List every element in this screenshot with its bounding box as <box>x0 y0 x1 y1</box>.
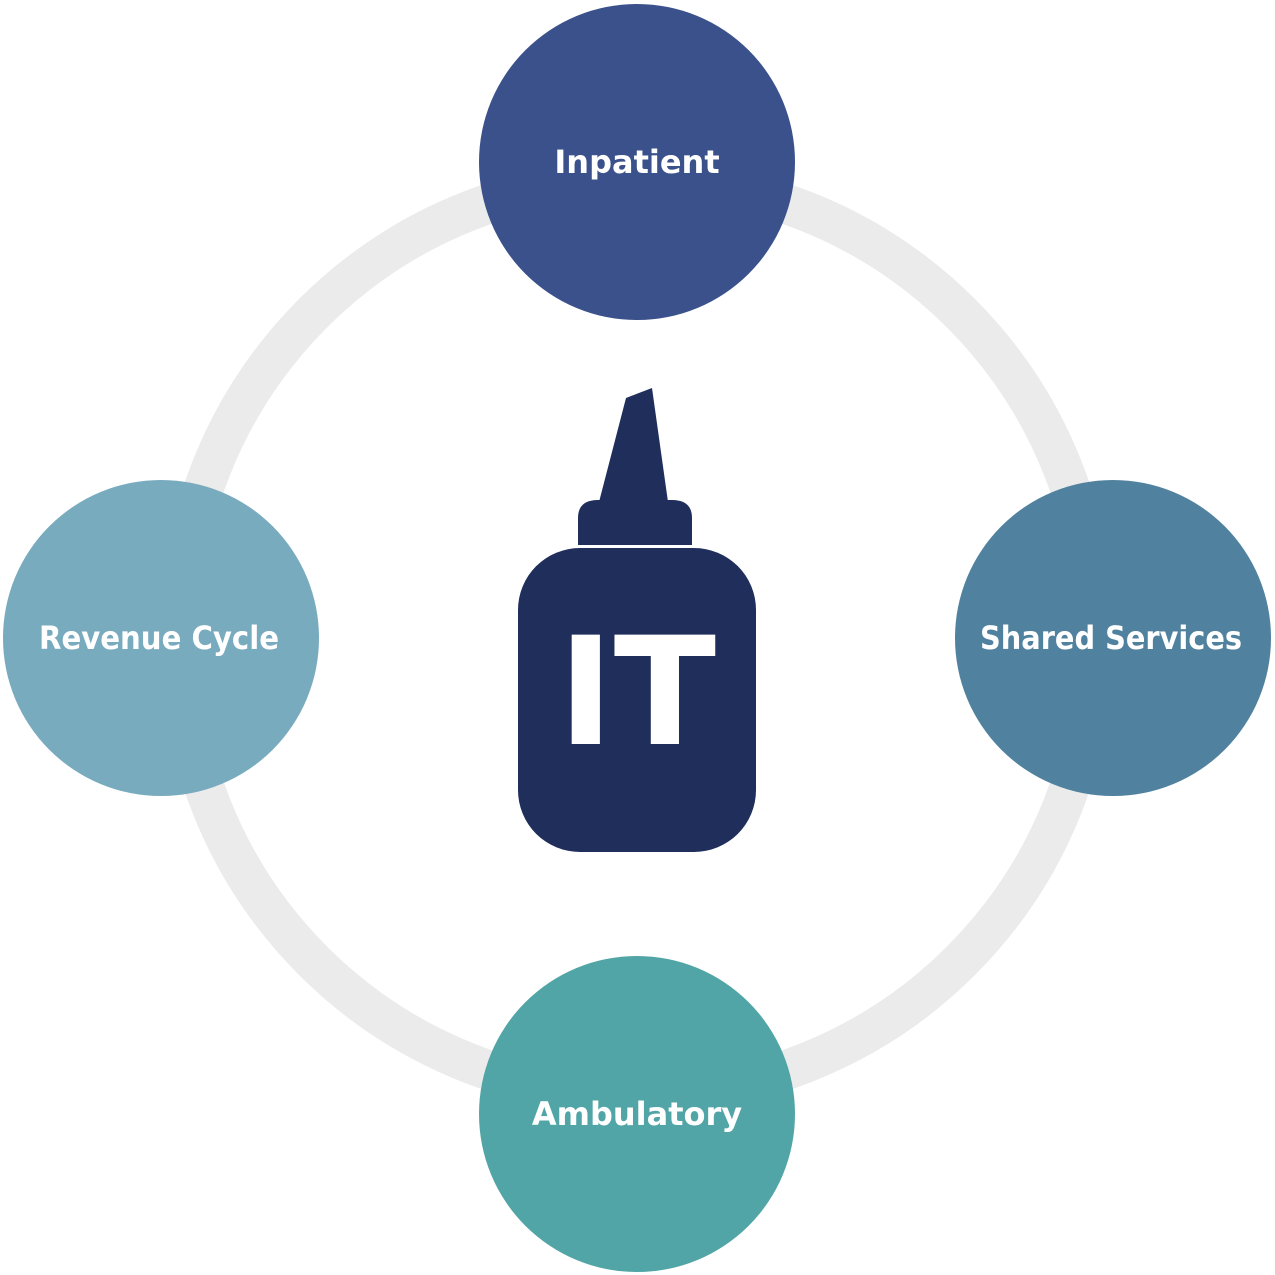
glue-bottle-body <box>518 548 756 852</box>
node-shared-services: Shared Services <box>955 480 1271 796</box>
node-shared-services-circle <box>955 480 1271 796</box>
node-shared-services-label: Shared Services <box>980 619 1242 657</box>
node-revenue-cycle: Revenue Cycle <box>3 480 319 796</box>
glue-bottle-cap <box>578 500 692 545</box>
hub-label: IT <box>558 606 716 780</box>
node-inpatient-label: Inpatient <box>554 143 719 181</box>
node-ambulatory-label: Ambulatory <box>532 1095 742 1133</box>
node-ambulatory: Ambulatory <box>479 956 795 1272</box>
node-revenue-cycle-circle <box>3 480 319 796</box>
glue-bottle-icon: IT <box>518 388 756 852</box>
glue-bottle-nozzle <box>599 388 668 502</box>
node-inpatient-circle <box>479 4 795 320</box>
node-revenue-cycle-label: Revenue Cycle <box>39 619 279 657</box>
node-inpatient: Inpatient <box>479 4 795 320</box>
node-ambulatory-circle <box>479 956 795 1272</box>
